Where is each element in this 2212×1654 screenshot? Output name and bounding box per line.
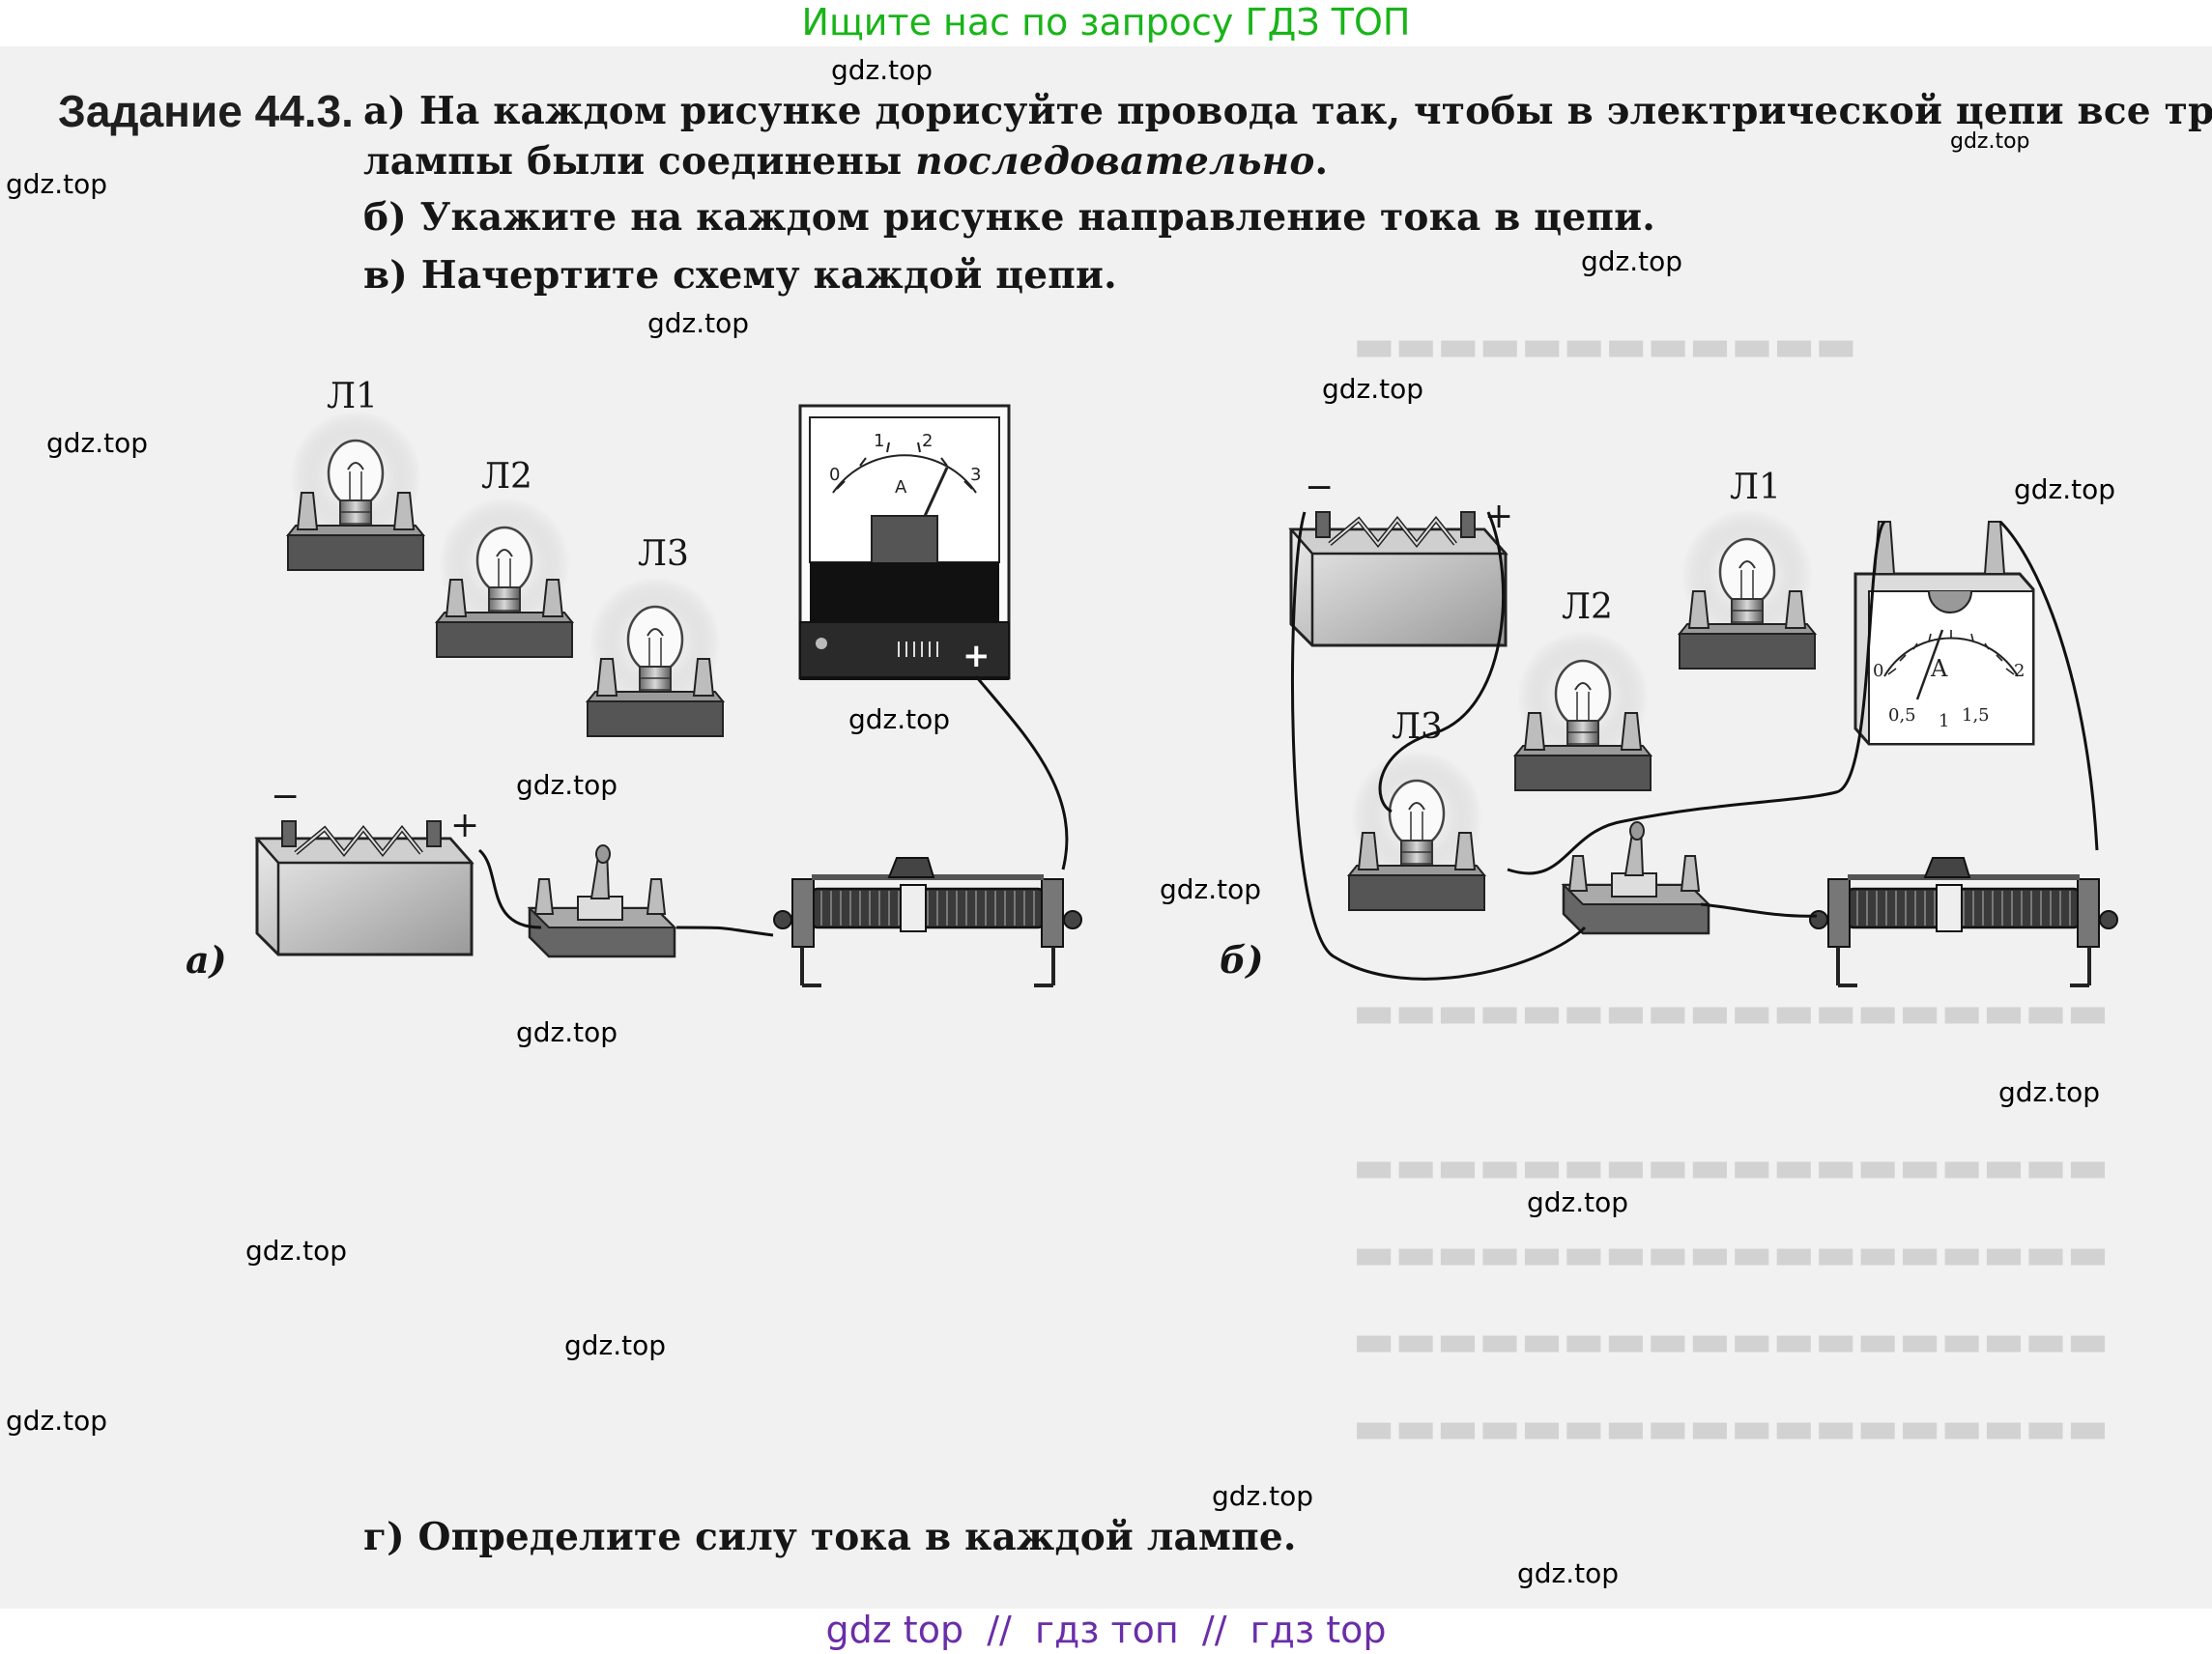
ammeter-b-scale-0: 0 [1873, 661, 1883, 681]
rheostat-b [1810, 858, 2117, 985]
lamp-l3-a [586, 575, 725, 738]
bleed-through-text: ▬▬▬▬▬▬▬▬▬▬▬▬▬▬▬▬▬▬ [1353, 1140, 2110, 1192]
task-part-a-emphasis: последовательно [915, 139, 1315, 184]
watermark: gdz.top [46, 427, 149, 459]
watermark: gdz.top [1998, 1076, 2101, 1108]
ammeter-b-scale-2: 2 [2014, 661, 2025, 681]
watermark: gdz.top [1160, 873, 1262, 905]
ammeter-b-scale-1: 1 [1939, 711, 1949, 731]
watermark: gdz.top [245, 1235, 348, 1267]
bleed-through-text: ▬▬▬▬▬▬▬▬▬▬▬▬▬▬▬▬▬▬ [1353, 1401, 2110, 1453]
bottom-banner: gdz top // гдз топ // гдз top [825, 1609, 1387, 1651]
figure-label-a: а) [186, 938, 227, 982]
watermark: gdz.top [516, 1016, 618, 1048]
watermark: gdz.top [6, 1405, 108, 1437]
lamp-label-l2-b: Л2 [1562, 587, 1613, 627]
task-part-b: б) Укажите на каждом рисунке направление… [363, 195, 1655, 240]
watermark: gdz.top [516, 769, 618, 801]
task-part-v: в) Начертите схему каждой цепи. [363, 253, 1117, 298]
ammeter-a-plus: + [962, 637, 991, 675]
watermark: gdz.top [848, 703, 951, 735]
bleed-through-text: ▬▬▬▬▬▬▬▬▬▬▬▬▬▬▬▬▬▬ [1353, 1314, 2110, 1366]
watermark: gdz.top [1517, 1557, 1620, 1589]
task-part-g: г) Определите силу тока в каждой лампе. [363, 1515, 1297, 1559]
lamp-l2-a [435, 496, 574, 659]
lamp-l1-a [286, 409, 425, 572]
battery-minus-a: − [271, 777, 300, 816]
ammeter-a-scale-1: 1 [874, 431, 884, 451]
watermark: gdz.top [564, 1329, 667, 1361]
task-part-a-text: лампы были соединены [363, 139, 916, 184]
ammeter-a-scale-3: 3 [970, 465, 981, 485]
ammeter-b-scale-05: 0,5 [1888, 705, 1916, 726]
lamp-l2-b [1513, 629, 1652, 792]
watermark: gdz.top [1950, 129, 2030, 154]
battery-b [1291, 512, 1506, 645]
lamp-label-l3-a: Л3 [638, 534, 689, 574]
watermark: gdz.top [2014, 473, 2116, 505]
rheostat-a [774, 858, 1081, 985]
task-title: Задание 44.3. [58, 86, 354, 136]
task-part-a-end: . [1314, 139, 1329, 184]
watermark: gdz.top [1322, 373, 1424, 405]
ammeter-a-scale-2: 2 [922, 431, 933, 451]
switch-a [528, 843, 676, 958]
top-banner: Ищите нас по запросу ГДЗ ТОП [801, 1, 1411, 43]
wires-b [1291, 511, 2099, 981]
figure-label-b: б) [1220, 938, 1263, 982]
battery-plus-a: + [450, 806, 479, 845]
watermark: gdz.top [831, 54, 934, 86]
wires-a [477, 675, 1069, 937]
watermark: gdz.top [647, 307, 750, 339]
lamp-l1-b [1678, 507, 1817, 670]
watermark: gdz.top [6, 168, 108, 200]
ammeter-a-unit: A [895, 477, 907, 498]
ammeter-b-scale-15: 1,5 [1962, 705, 1990, 726]
task-part-a-line2: лампы были соединены последовательно. [363, 139, 1328, 184]
lamp-label-l2-a: Л2 [481, 457, 532, 497]
lamp-label-l1-a: Л1 [327, 377, 378, 416]
textbook-page [0, 46, 2212, 1609]
task-part-a-line1: а) На каждом рисунке дорисуйте провода т… [363, 89, 2212, 133]
battery-minus-b: − [1305, 468, 1334, 507]
watermark: gdz.top [1212, 1480, 1314, 1512]
lamp-l3-b [1347, 749, 1486, 912]
watermark: gdz.top [1581, 245, 1683, 277]
bleed-through-text: ▬▬▬▬▬▬▬▬▬▬▬▬▬▬▬▬▬▬ [1353, 1227, 2110, 1279]
lamp-label-l1-b: Л1 [1730, 468, 1781, 507]
battery-a [257, 821, 472, 955]
ammeter-b-unit: A [1930, 655, 1948, 682]
ammeter-a: 0 1 2 3 A + [798, 404, 1011, 680]
ammeter-b: 0 0,5 1 1,5 2 A [1853, 521, 2035, 746]
ammeter-a-scale-0: 0 [829, 465, 840, 485]
watermark: gdz.top [1527, 1186, 1629, 1218]
bleed-through-text: ▬▬▬▬▬▬▬▬▬▬▬▬▬▬▬▬▬▬ [1353, 985, 2110, 1038]
